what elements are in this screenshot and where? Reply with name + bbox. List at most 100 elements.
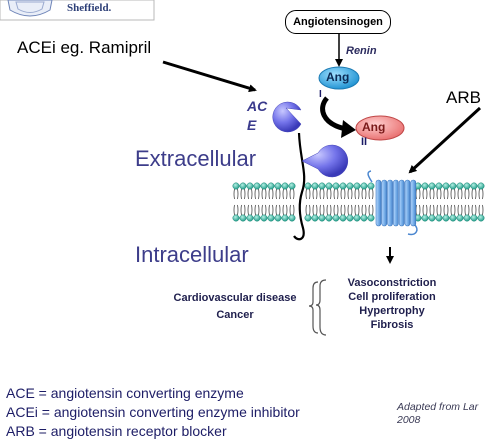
lipid-tail — [279, 188, 281, 200]
lipid-tail — [272, 204, 274, 216]
source-line: 2008 — [397, 414, 421, 426]
lipid-tail — [326, 204, 328, 216]
lipid-tail — [372, 204, 374, 216]
lipid-tail — [247, 204, 249, 216]
legend-item: ACE = angiotensin converting enzyme — [6, 385, 244, 401]
lipid-head — [346, 214, 354, 222]
lipid-tail — [344, 204, 346, 216]
angiotensin-ii-icon — [355, 115, 405, 141]
ace-conversion-arrowhead — [341, 120, 356, 138]
lipid-head — [442, 214, 450, 222]
lipid-tail — [443, 204, 445, 216]
lipid-tail — [333, 188, 335, 200]
lipid-head — [311, 182, 319, 190]
lipid-tail — [309, 204, 311, 216]
lipid-tail — [365, 188, 367, 200]
lipid-head — [318, 214, 326, 222]
lipid-tail — [340, 204, 342, 216]
lipid-tail — [478, 188, 480, 200]
lipid-tail — [333, 204, 335, 216]
lipid-tail — [251, 188, 253, 200]
angiotensin-i-icon — [318, 66, 360, 90]
lipid-tail — [475, 204, 477, 216]
lipid-head — [449, 182, 457, 190]
lipid-tail — [319, 188, 321, 200]
lipid-head — [253, 214, 261, 222]
lipid-tail — [254, 188, 256, 200]
lipid-tail — [372, 188, 374, 200]
lipid-tail — [279, 204, 281, 216]
lipid-tail — [365, 204, 367, 216]
lipid-tail — [358, 188, 360, 200]
lipid-tail — [354, 188, 356, 200]
abbreviation-legend: ACE = angiotensin converting enzyme ACEi… — [6, 384, 300, 441]
legend-item: ACEi = angiotensin converting enzyme inh… — [6, 404, 300, 420]
angiotensinogen-label: Angiotensinogen — [293, 16, 383, 28]
lipid-head — [463, 214, 471, 222]
lipid-tail — [254, 204, 256, 216]
lipid-tail — [454, 188, 456, 200]
effect-item: Hypertrophy — [359, 305, 425, 317]
source-line: Adapted from Lar — [397, 401, 479, 413]
lipid-head — [360, 214, 368, 222]
lipid-tail — [258, 188, 260, 200]
lipid-tail — [440, 188, 442, 200]
lipid-tail — [361, 204, 363, 216]
lipid-tail — [268, 188, 270, 200]
lipid-head — [288, 214, 296, 222]
lipid-tail — [471, 188, 473, 200]
lipid-tail — [482, 188, 484, 200]
lipid-head — [456, 214, 464, 222]
lipid-tail — [436, 204, 438, 216]
lipid-tail — [468, 204, 470, 216]
lipid-tail — [305, 188, 307, 200]
lipid-head — [463, 182, 471, 190]
lipid-tail — [433, 188, 435, 200]
ace-membrane-anchor — [293, 132, 306, 241]
lipid-head — [239, 214, 247, 222]
lipid-tail — [361, 188, 363, 200]
lipid-head — [232, 214, 240, 222]
lipid-tail — [464, 204, 466, 216]
lipid-tail — [272, 188, 274, 200]
lipid-tail — [450, 188, 452, 200]
lipid-tail — [475, 188, 477, 200]
lipid-tail — [251, 204, 253, 216]
lipid-tail — [429, 188, 431, 200]
lipid-head — [260, 182, 268, 190]
lipid-head — [304, 214, 312, 222]
lipid-tail — [265, 188, 267, 200]
lipid-tail — [368, 204, 370, 216]
lipid-head — [332, 182, 340, 190]
lipid-tail — [316, 204, 318, 216]
lipid-head — [435, 182, 443, 190]
ace-conversion-arrow — [320, 96, 347, 132]
lipid-tail — [275, 204, 277, 216]
logo-text: Sheffield. — [67, 2, 112, 14]
lipid-head — [428, 214, 436, 222]
arb-label: ARB — [446, 88, 481, 107]
lipid-tail — [326, 188, 328, 200]
lipid-head — [477, 214, 485, 222]
lipid-tail — [368, 188, 370, 200]
lipid-tail — [261, 188, 263, 200]
lipid-tail — [468, 188, 470, 200]
lipid-tail — [289, 188, 291, 200]
lipid-tail — [282, 188, 284, 200]
lipid-head — [311, 214, 319, 222]
lipid-head — [456, 182, 464, 190]
lipid-head — [421, 214, 429, 222]
lipid-head — [239, 182, 247, 190]
lipid-tail — [247, 188, 249, 200]
lipid-tail — [422, 188, 424, 200]
lipid-tail — [268, 204, 270, 216]
lipid-tail — [337, 204, 339, 216]
ang2-numeral: II — [361, 136, 368, 148]
lipid-head — [304, 182, 312, 190]
lipid-tail — [316, 188, 318, 200]
lipid-tail — [426, 188, 428, 200]
lipid-tail — [319, 204, 321, 216]
lipid-head — [253, 182, 261, 190]
